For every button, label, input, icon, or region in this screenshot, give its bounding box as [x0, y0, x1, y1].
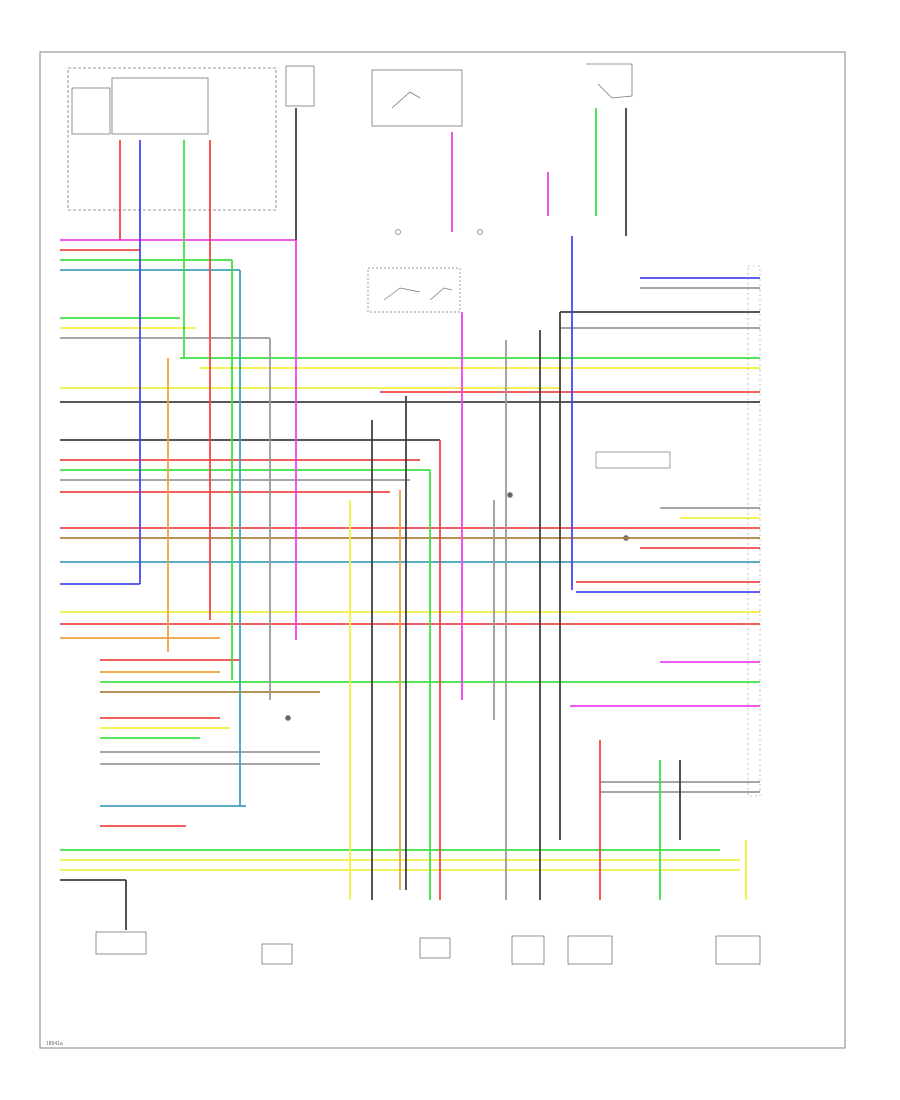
- vertical-wires: [119, 108, 747, 930]
- ignition-switch-contact: [391, 91, 421, 109]
- top-components: [67, 63, 633, 211]
- sensor-frame-6: [715, 935, 761, 965]
- sensor-node-1: [507, 492, 513, 498]
- switch-symbols: [285, 229, 671, 721]
- sensor-node-2: [285, 715, 291, 721]
- connector-block: [285, 65, 315, 107]
- sensor-frame-5: [567, 935, 613, 965]
- sensor-frame-3: [419, 937, 451, 959]
- sensor-frame-1: [95, 931, 147, 955]
- switch-arm-1: [383, 287, 421, 301]
- engine-wiring-connector: [747, 265, 761, 797]
- switch-node-b: [477, 229, 483, 235]
- switch-module: [367, 267, 461, 313]
- connector-strip: [747, 265, 761, 797]
- ignition-switch-box: [371, 69, 463, 127]
- page-code: 18941a: [46, 1041, 63, 1047]
- switch-arm-2: [429, 287, 453, 301]
- sensor-frame-4: [511, 935, 545, 965]
- bottom-sensors: [95, 931, 761, 965]
- sensor-frame-2: [261, 943, 293, 965]
- switch-node-a: [395, 229, 401, 235]
- horizontal-wires: [60, 239, 760, 881]
- control-module-box: [595, 451, 671, 469]
- relay-left: [71, 87, 111, 135]
- engine-relay-box: [67, 67, 277, 211]
- column-switch: [586, 63, 633, 99]
- relay-module: [111, 77, 209, 135]
- diagram-frame: [39, 51, 846, 1049]
